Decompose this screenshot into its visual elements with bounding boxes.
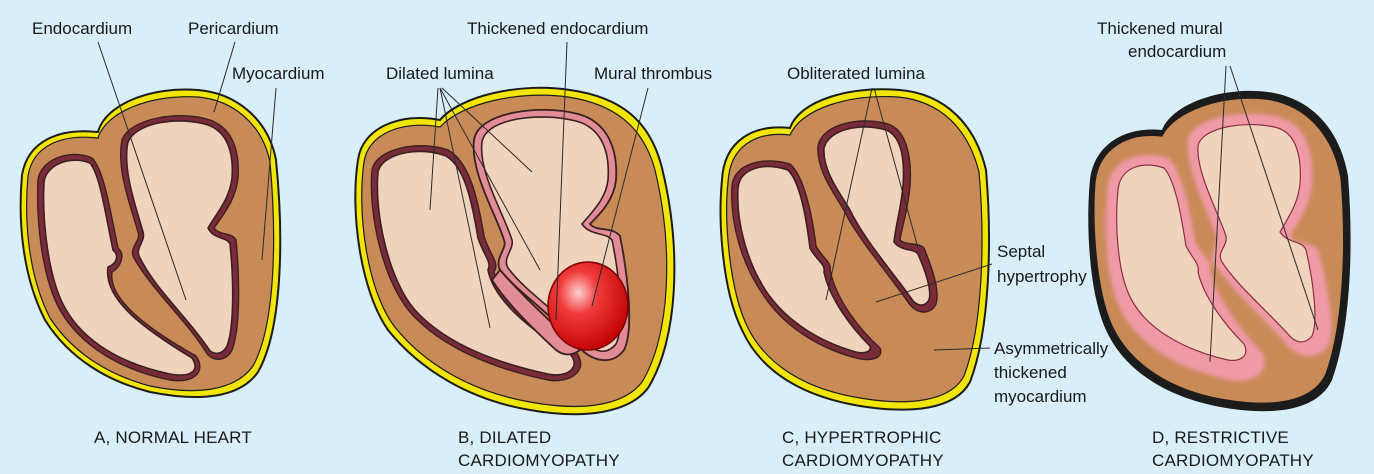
label-myocardium: Myocardium — [232, 64, 325, 83]
mural-thrombus — [548, 262, 628, 350]
caption-restrictive-line2: CARDIOMYOPATHY — [1152, 451, 1314, 470]
label-thickened-endocardium: Thickened endocardium — [467, 19, 648, 38]
label-asym-line1: Asymmetrically — [994, 339, 1109, 358]
caption-normal-heart: A, NORMAL HEART — [94, 428, 252, 447]
label-mural-line1: Thickened mural — [1097, 19, 1223, 38]
label-dilated-lumina: Dilated lumina — [386, 64, 494, 83]
label-asym-line2: thickened — [994, 363, 1067, 382]
caption-restrictive-line1: D, RESTRICTIVE — [1152, 428, 1289, 447]
caption-dilated-line2: CARDIOMYOPATHY — [458, 451, 620, 470]
label-obliterated-lumina: Obliterated lumina — [787, 64, 926, 83]
label-septal-line2: hypertrophy — [997, 267, 1087, 286]
label-septal-line1: Septal — [997, 242, 1045, 261]
label-mural-line2: endocardium — [1128, 42, 1226, 61]
label-pericardium: Pericardium — [188, 19, 279, 38]
label-asym-line3: myocardium — [994, 387, 1087, 406]
label-endocardium: Endocardium — [32, 19, 132, 38]
caption-hypertrophic-line1: C, HYPERTROPHIC — [782, 428, 942, 447]
caption-dilated-line1: B, DILATED — [458, 428, 551, 447]
label-mural-thrombus: Mural thrombus — [594, 64, 712, 83]
caption-hypertrophic-line2: CARDIOMYOPATHY — [782, 451, 944, 470]
